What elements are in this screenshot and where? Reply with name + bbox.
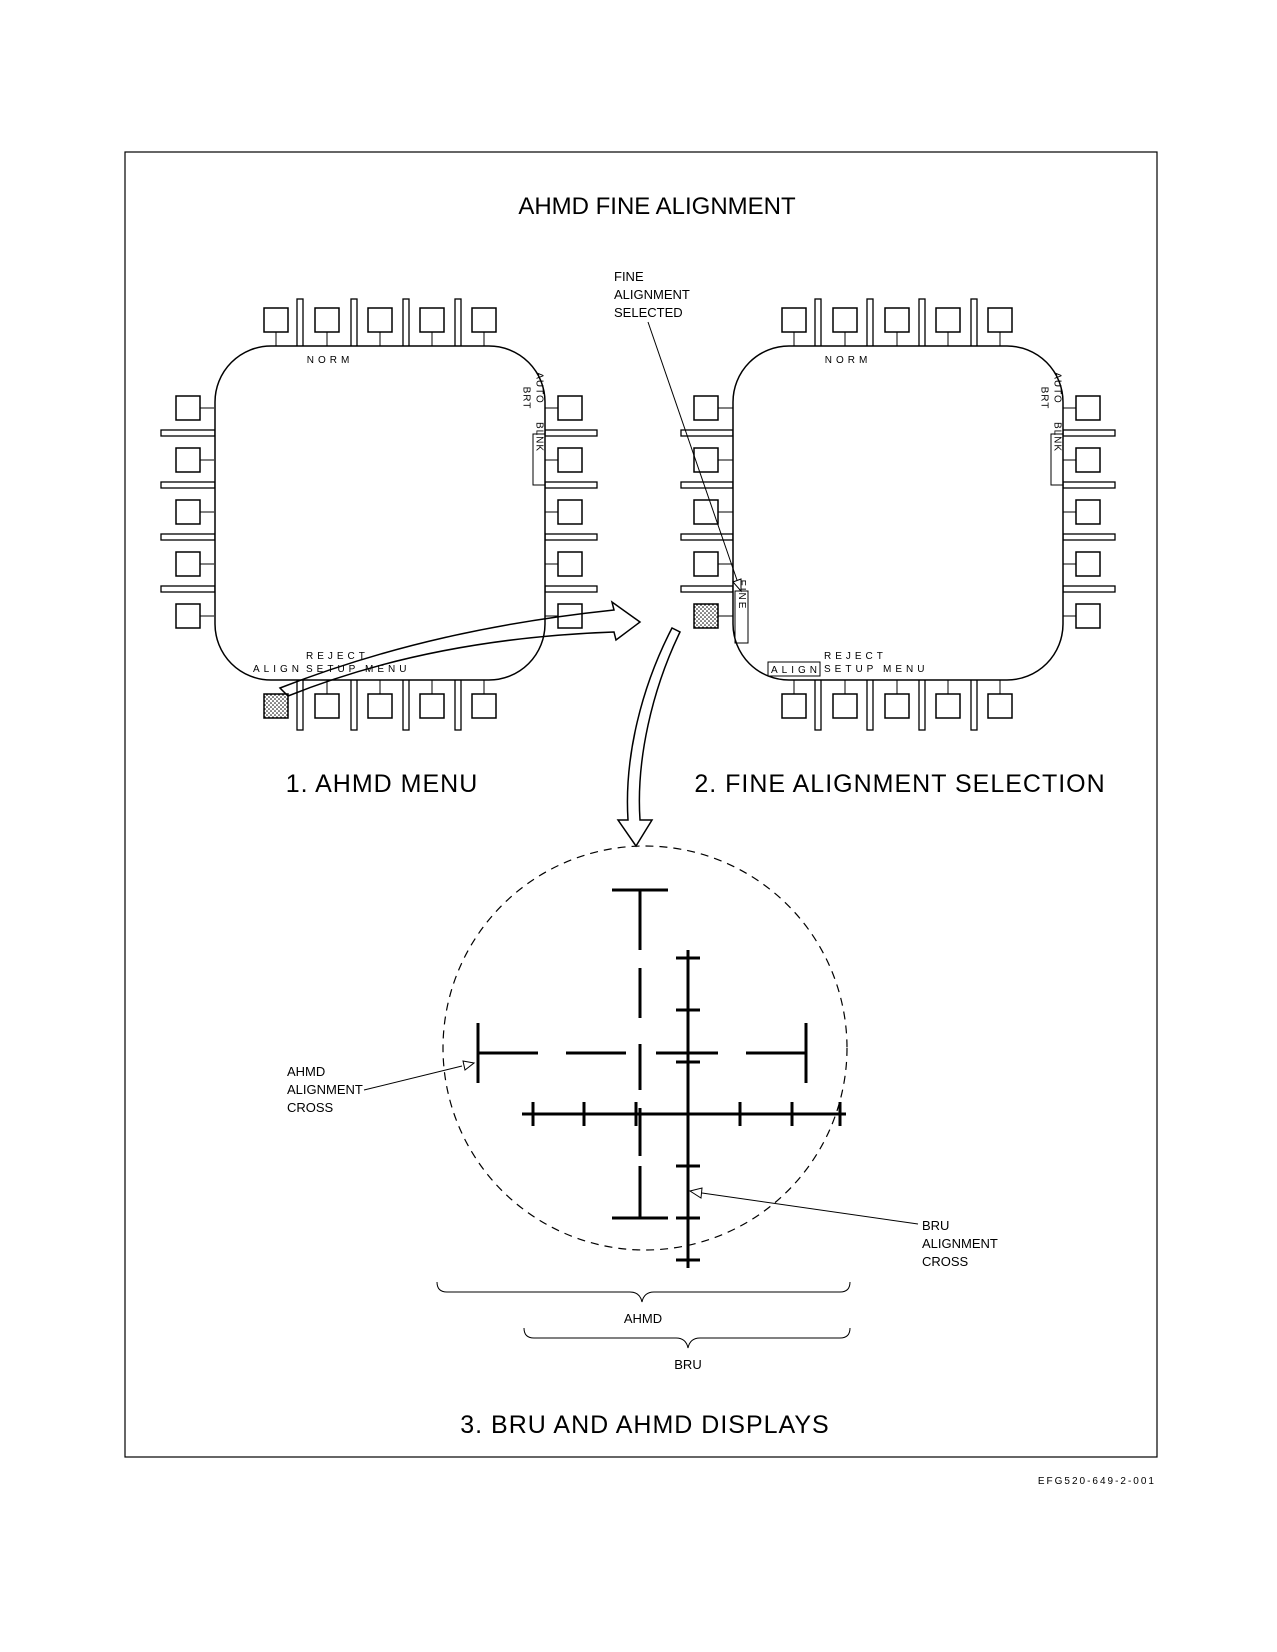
osb-right-2 bbox=[557, 447, 583, 473]
legend-blnk: BLNK bbox=[534, 422, 545, 452]
osb-top-4 bbox=[419, 307, 445, 333]
legend-fine: FINE bbox=[736, 580, 747, 611]
osb-top-1 bbox=[263, 307, 289, 333]
osb-right-1 bbox=[557, 395, 583, 421]
legend-auto: AUTO bbox=[534, 372, 545, 404]
ahmd-brace bbox=[436, 1281, 851, 1303]
legend-brt: BRT bbox=[521, 387, 532, 410]
osb-left-3 bbox=[175, 499, 201, 525]
callout-bru-leader bbox=[701, 1192, 919, 1225]
legend-menu: MENU bbox=[365, 664, 410, 675]
osb-bottom-3 bbox=[367, 693, 393, 719]
bru-brace bbox=[523, 1327, 851, 1349]
callout-fine-leader bbox=[647, 321, 739, 584]
legend-blnk-2: BLNK bbox=[1052, 422, 1063, 452]
transition-arrow-1-to-2 bbox=[278, 600, 642, 697]
legend-blnk-box bbox=[532, 433, 546, 486]
osb-bottom-5 bbox=[471, 693, 497, 719]
panel-bru-ahmd-displays: AHMD ALIGNMENT CROSS BRU ALIGNMENT CROSS… bbox=[287, 845, 998, 1439]
legend-align-2: ALIGN bbox=[771, 665, 821, 676]
osb-right-3 bbox=[557, 499, 583, 525]
bru-alignment-cross bbox=[522, 950, 846, 1268]
legend-align: ALIGN bbox=[253, 664, 303, 675]
legend-norm: NORM bbox=[307, 355, 354, 366]
callout-ahmd-line-3: CROSS bbox=[287, 1100, 334, 1115]
legend-reject-2: REJECT bbox=[824, 651, 887, 662]
callout-bru-line-3: CROSS bbox=[922, 1254, 969, 1269]
callout-ahmd-leader bbox=[363, 1065, 463, 1091]
figure-title: AHMD FINE ALIGNMENT bbox=[518, 193, 796, 220]
callout-fine-arrowhead bbox=[732, 578, 742, 593]
mfd-bezel-2 bbox=[680, 298, 1116, 731]
mfd-screen-2 bbox=[732, 345, 1064, 681]
legend-norm-2: NORM bbox=[825, 355, 872, 366]
callout-fine-line-2: ALIGNMENT bbox=[614, 287, 690, 302]
osb-left-5-pressed bbox=[693, 603, 719, 629]
osb-left-5 bbox=[175, 603, 201, 629]
legend-align-box bbox=[767, 661, 821, 677]
callout-fine-line-1: FINE bbox=[614, 269, 644, 284]
legend-setup-2: SETUP bbox=[824, 664, 877, 675]
callout-ahmd-arrowhead bbox=[462, 1060, 476, 1071]
legend-auto-2: AUTO bbox=[1052, 372, 1063, 404]
legend-menu-2: MENU bbox=[883, 664, 928, 675]
osb-left-4 bbox=[175, 551, 201, 577]
figure-frame bbox=[124, 151, 1158, 1458]
panel1-caption: 1. AHMD MENU bbox=[286, 770, 479, 798]
callout-ahmd-line-1: AHMD bbox=[287, 1064, 325, 1079]
osb-left-1 bbox=[175, 395, 201, 421]
osb-top-2 bbox=[314, 307, 340, 333]
osb-left-2 bbox=[175, 447, 201, 473]
ahmd-alignment-cross bbox=[476, 888, 808, 1220]
osb-top-3 bbox=[367, 307, 393, 333]
legend-brt-2: BRT bbox=[1039, 387, 1050, 410]
ahmd-brace-label: AHMD bbox=[624, 1311, 662, 1326]
bru-brace-label: BRU bbox=[674, 1357, 701, 1372]
callout-bru-arrowhead bbox=[688, 1187, 703, 1199]
display-circle bbox=[442, 845, 848, 1251]
osb-top-5 bbox=[471, 307, 497, 333]
figure-code: EFG520-649-2-001 bbox=[1038, 1476, 1156, 1487]
mfd-screen-1 bbox=[214, 345, 546, 681]
osb-bottom-4 bbox=[419, 693, 445, 719]
osb-bottom-2 bbox=[314, 693, 340, 719]
callout-bru-line-2: ALIGNMENT bbox=[922, 1236, 998, 1251]
panel2-caption: 2. FINE ALIGNMENT SELECTION bbox=[694, 770, 1105, 798]
osb-right-4 bbox=[557, 551, 583, 577]
panel-fine-alignment-selection: NORM BRT AUTO BLNK FINE REJECT ALIGN SET… bbox=[614, 269, 1116, 798]
callout-ahmd-line-2: ALIGNMENT bbox=[287, 1082, 363, 1097]
legend-blnk-box-2 bbox=[1050, 433, 1064, 486]
callout-fine-line-3: SELECTED bbox=[614, 305, 683, 320]
mfd-bezel-1 bbox=[160, 298, 598, 731]
legend-reject: REJECT bbox=[306, 651, 369, 662]
panel-ahmd-menu: NORM BRT AUTO BLNK REJECT ALIGN SETUP ME… bbox=[160, 298, 598, 798]
osb-bottom-1-pressed bbox=[263, 693, 289, 719]
transition-arrow-2-to-3 bbox=[616, 626, 681, 848]
panel3-caption: 3. BRU AND AHMD DISPLAYS bbox=[460, 1411, 829, 1439]
callout-bru-line-1: BRU bbox=[922, 1218, 949, 1233]
